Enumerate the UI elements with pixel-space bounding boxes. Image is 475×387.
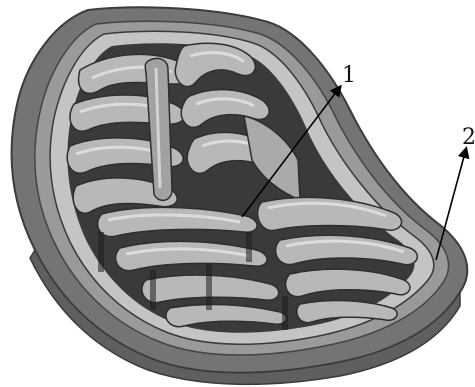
callout-label-2: 2 — [462, 125, 475, 150]
callout-label-1: 1 — [342, 63, 356, 88]
